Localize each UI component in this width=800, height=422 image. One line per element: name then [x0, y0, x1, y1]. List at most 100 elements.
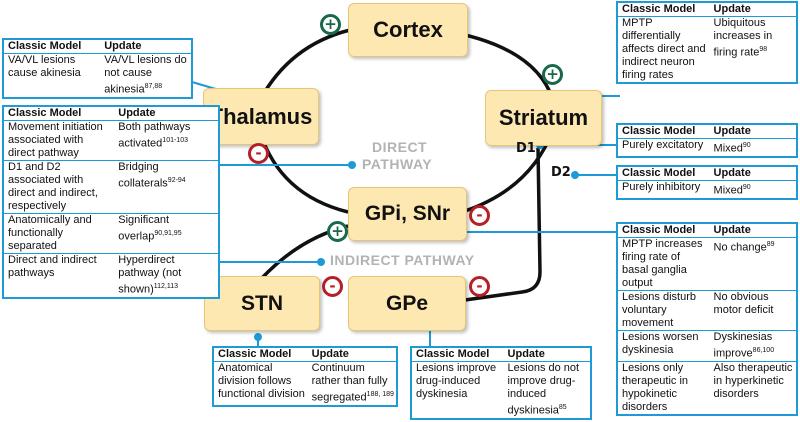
plus-sign-icon: +: [542, 64, 563, 85]
minus-sign-icon: -: [469, 205, 490, 226]
table-row: Lesions only therapeutic in hypokinetic …: [618, 360, 796, 414]
striatum-label: Striatum: [498, 105, 589, 130]
table-row: MPTP increases firing rate of basal gang…: [618, 237, 796, 290]
direct-label-line1: DIRECT: [372, 139, 428, 155]
classic-model-header: Classic Model: [8, 107, 82, 119]
update-header: Update: [507, 348, 545, 360]
table-row: MPTP differentially affects direct and i…: [618, 16, 796, 82]
classic-model-cell: VA/VL lesions cause akinesia: [8, 54, 81, 79]
update-header: Update: [713, 167, 751, 179]
classic-model-cell: Anatomical division follows functional d…: [218, 362, 305, 400]
minus-sign-icon: -: [322, 276, 343, 297]
table-header: Classic Model Update: [618, 224, 796, 237]
gpe-label: GPe: [385, 291, 429, 315]
classic-model-cell: Anatomically and functionally separated: [8, 214, 92, 252]
update-cell: Both pathways activated101-103: [115, 121, 218, 160]
update-cell: Also therapeutic in hyperkinetic disorde…: [711, 362, 796, 414]
update-text: No change: [713, 241, 767, 254]
gpe-node: GPe: [348, 276, 466, 331]
update-cell: Dyskinesias improve86,100: [711, 331, 796, 361]
table-header: Classic Model Update: [4, 107, 218, 120]
update-cell: No obvious motor deficit: [711, 291, 796, 330]
update-cell: No change89: [711, 238, 796, 290]
table-row: Lesions disturb voluntary movement No obv…: [618, 290, 796, 330]
stn-label: STN: [241, 291, 283, 315]
update-cell: Bridging collaterals92-94: [115, 161, 218, 213]
update-text: Bridging collaterals: [118, 161, 168, 190]
table-row: Direct and indirect pathways Hyperdirect …: [4, 253, 218, 297]
reference-superscript: 86,100: [752, 347, 775, 354]
update-text: Significant overlap: [118, 214, 170, 243]
classic-model-header: Classic Model: [622, 224, 696, 236]
update-cell: Mixed90: [711, 139, 796, 156]
table-row: Anatomically and functionally separated S…: [4, 213, 218, 253]
update-header: Update: [713, 224, 751, 236]
update-text: Mixed: [713, 184, 743, 197]
update-text: Both pathways activated: [118, 121, 191, 150]
plus-sign-icon: +: [327, 221, 348, 242]
gpi-snr-label: GPi, SNr: [364, 202, 451, 225]
update-cell: Continuum rather than fully segregated18…: [309, 362, 396, 405]
thalamus-label: Thalamus: [209, 103, 313, 129]
classic-model-cell: Purely excitatory: [622, 139, 704, 151]
reference-superscript: 89: [766, 241, 775, 248]
update-text: Hyperdirect pathway (not shown): [118, 254, 182, 296]
reference-superscript: 90: [742, 184, 751, 191]
update-text: VA/VL lesions do not cause akinesia: [104, 54, 187, 96]
classic-model-cell: Direct and indirect pathways: [8, 254, 97, 279]
d1-label: D1: [516, 141, 536, 156]
classic-model-cell: Lesions disturb voluntary movement: [622, 291, 696, 329]
reference-superscript: 98: [759, 46, 768, 53]
reference-superscript: 85: [558, 404, 567, 411]
update-text: Dyskinesias improve: [713, 331, 773, 360]
classic-model-header: Classic Model: [218, 348, 292, 360]
reference-superscript: 188, 189: [366, 391, 394, 398]
minus-sign-icon: -: [469, 276, 490, 297]
update-text: Ubiquitous increases in firing rate: [713, 17, 773, 59]
reference-superscript: 112,113: [153, 283, 178, 290]
striatum-gpe-line: [464, 147, 542, 302]
update-cell: Mixed90: [711, 181, 796, 198]
stn-node: STN: [204, 276, 320, 331]
gpi-snr-node: GPi, SNr: [348, 187, 467, 241]
table-row: Movement initiation associated with dire…: [4, 120, 218, 160]
indirect-pathway-label: INDIRECT PATHWAY: [330, 252, 475, 268]
classic-model-cell: Lesions improve drug-induced dyskinesia: [416, 362, 497, 400]
cortex-node: Cortex: [348, 3, 468, 57]
classic-model-cell: D1 and D2 associated with direct and ind…: [8, 161, 98, 212]
update-header: Update: [713, 3, 751, 15]
update-cell: Ubiquitous increases in firing rate98: [711, 17, 796, 82]
update-cell: Lesions do not improve drug-induced dysk…: [505, 362, 590, 418]
classic-model-header: Classic Model: [8, 40, 82, 52]
table-header: Classic Model Update: [618, 3, 796, 16]
table-row: VA/VL lesions cause akinesia VA/VL lesion…: [4, 53, 191, 97]
table-row: D1 and D2 associated with direct and ind…: [4, 160, 218, 213]
minus-sign-icon: -: [248, 143, 269, 164]
classic-model-header: Classic Model: [622, 3, 696, 15]
classic-model-cell: Movement initiation associated with dire…: [8, 121, 103, 159]
update-cell: Hyperdirect pathway (not shown)112,113: [115, 254, 218, 297]
update-header: Update: [713, 125, 751, 137]
direct-pathway-label: DIRECT PATHWAY: [362, 139, 432, 173]
reference-superscript: 101-103: [162, 137, 188, 144]
classic-model-cell: Purely inhibitory: [622, 181, 701, 193]
update-text: Also therapeutic in hyperkinetic disorde…: [713, 361, 793, 400]
update-text: Lesions do not improve drug-induced dysk…: [507, 362, 580, 417]
update-cell: VA/VL lesions do not cause akinesia87,88: [101, 54, 191, 97]
table-row: Lesions improve drug-induced dyskinesia L…: [412, 361, 590, 418]
update-text: Mixed: [713, 142, 743, 155]
update-header: Update: [118, 107, 156, 119]
thalamus-node: Thalamus: [203, 88, 319, 145]
